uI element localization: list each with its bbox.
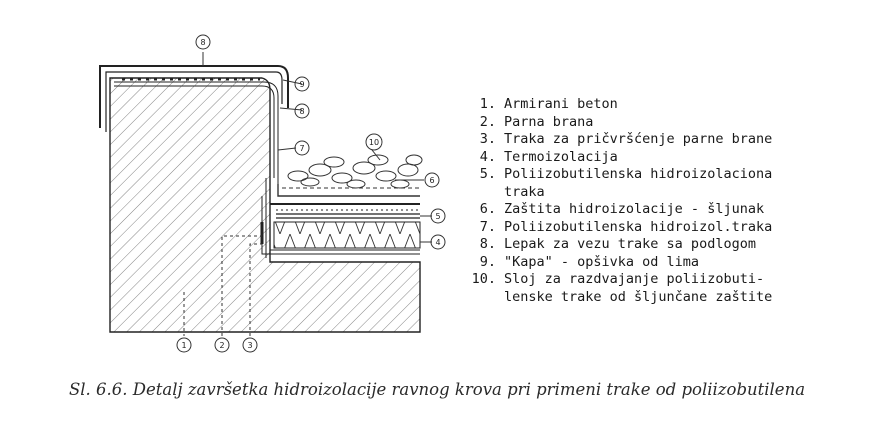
legend-item-continuation: traka xyxy=(504,183,545,200)
legend-item: 3.Traka za pričvršćenje parne brane xyxy=(479,131,773,147)
callout-4: 4 xyxy=(430,234,446,250)
legend-item: 6.Zaštita hidroizolacije - šljunak xyxy=(479,201,765,217)
callout-7: 7 xyxy=(294,140,310,156)
callout-6: 6 xyxy=(424,172,440,188)
svg-text:10: 10 xyxy=(369,138,379,147)
callout-8: 8 xyxy=(294,103,310,119)
svg-text:7: 7 xyxy=(299,144,304,153)
svg-text:9: 9 xyxy=(299,80,304,89)
legend-item: 4.Termoizolacija xyxy=(479,148,618,165)
svg-text:3: 3 xyxy=(247,341,252,350)
leader-lines xyxy=(183,52,432,336)
legend-item: 8.Lepak za vezu trake sa podlogom xyxy=(479,236,756,252)
svg-text:5: 5 xyxy=(435,212,440,221)
legend-item: 1.Armirani beton xyxy=(479,96,618,112)
parapet-membrane xyxy=(114,77,279,184)
legend: 1.Armirani beton 2.Parna brana 3.Traka z… xyxy=(468,96,773,306)
legend-item: 9."Kapa" - opšivka od lima xyxy=(479,253,700,270)
concrete-wall xyxy=(109,77,421,333)
figure-caption: Sl. 6.6. Detalj završetka hidroizolacije… xyxy=(68,380,806,399)
legend-item: 10.Sloj za razdvajanje poliizobuti- xyxy=(471,271,765,287)
roof-membranes xyxy=(270,203,420,219)
vertical-layers xyxy=(261,174,420,258)
legend-item: 5.Poliizobutilenska hidroizolaciona xyxy=(479,166,773,182)
svg-text:4: 4 xyxy=(435,238,440,247)
legend-item-continuation: lenske trake od šljunčane zaštite xyxy=(504,288,773,305)
callouts: 8 9 8 7 10 6 5 4 1 2 3 xyxy=(176,34,446,353)
callout-3: 3 xyxy=(242,337,258,353)
callout-9: 9 xyxy=(294,76,310,92)
callout-10: 10 xyxy=(365,133,383,151)
svg-text:6: 6 xyxy=(429,176,434,185)
legend-item: 7.Poliizobutilenska hidroizol.traka xyxy=(479,218,773,235)
metal-cap xyxy=(99,65,289,132)
thermal-insulation xyxy=(273,221,421,249)
legend-item: 2.Parna brana xyxy=(479,113,594,130)
callout-8-top: 8 xyxy=(195,34,211,50)
callout-1: 1 xyxy=(176,337,192,353)
svg-text:1: 1 xyxy=(181,341,186,350)
svg-text:8: 8 xyxy=(200,38,205,47)
svg-text:8: 8 xyxy=(299,107,304,116)
callout-5: 5 xyxy=(430,208,446,224)
gravel-layer xyxy=(277,154,423,197)
svg-text:2: 2 xyxy=(219,341,224,350)
callout-2: 2 xyxy=(214,337,230,353)
